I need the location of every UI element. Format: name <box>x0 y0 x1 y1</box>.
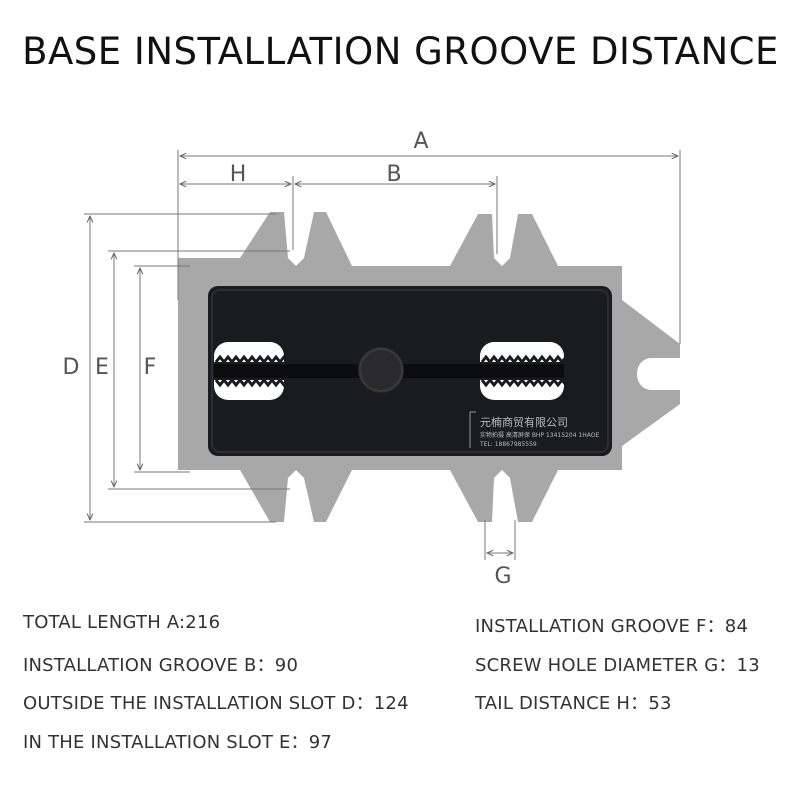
spec-groove-b: INSTALLATION GROOVE B：90 <box>23 655 299 676</box>
dim-label-a: A <box>413 129 428 154</box>
spec-tail-distance-h: TAIL DISTANCE H：53 <box>475 693 672 714</box>
spec-inside-slot-e: IN THE INSTALLATION SLOT E：97 <box>23 732 333 753</box>
page-title: BASE INSTALLATION GROOVE DISTANCE <box>22 30 779 73</box>
dim-label-g: G <box>494 564 511 589</box>
dim-label-e: E <box>95 355 109 380</box>
spec-groove-f: INSTALLATION GROOVE F：84 <box>475 616 749 637</box>
dim-label-d: D <box>63 355 80 380</box>
spec-outside-slot-d: OUTSIDE THE INSTALLATION SLOT D：124 <box>23 693 409 714</box>
company-stamp: 元楠商贸有限公司 实物拍摄 高清屏保 BHP 13415204 1HAOE TE… <box>469 411 599 448</box>
stamp-line-1: 元楠商贸有限公司 <box>480 415 568 429</box>
dim-label-f: F <box>144 355 157 380</box>
stamp-line-3: TEL: 18867985559 <box>479 441 537 448</box>
stamp-line-2: 实物拍摄 高清屏保 BHP 13415204 1HAOE <box>480 431 599 439</box>
center-knob <box>358 347 404 393</box>
dim-label-b: B <box>386 162 401 187</box>
spec-total-length: TOTAL LENGTH A:216 <box>23 612 221 633</box>
dim-label-h: H <box>230 162 247 187</box>
spec-screw-hole-g: SCREW HOLE DIAMETER G：13 <box>475 655 760 676</box>
